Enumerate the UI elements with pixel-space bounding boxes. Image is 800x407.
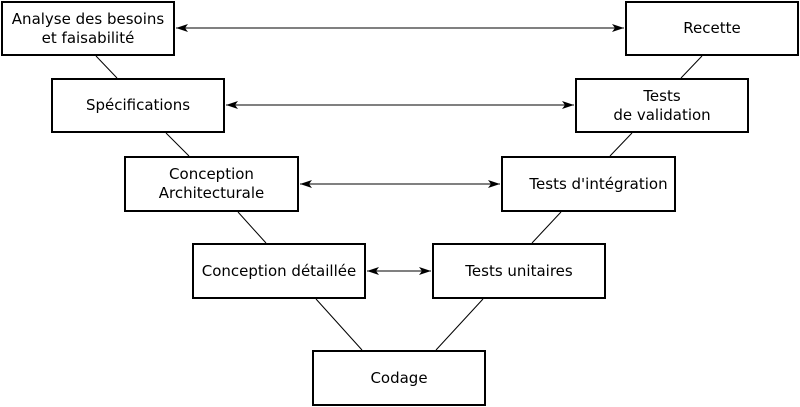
box-codage-label: Codage bbox=[370, 368, 428, 387]
box-conception-architecturale: Conception Architecturale bbox=[124, 156, 299, 212]
box-tests-integration: Tests d'intégration bbox=[501, 156, 676, 212]
box-recette-label: Recette bbox=[683, 19, 741, 37]
box-recette: Recette bbox=[625, 1, 799, 56]
box-conception-detaillee: Conception détaillée bbox=[192, 243, 366, 299]
box-archi-line1: Conception bbox=[169, 165, 254, 183]
box-tests-validation: Tests de validation bbox=[575, 78, 749, 133]
box-archi-line2: Architecturale bbox=[158, 184, 265, 202]
connector-validation-recette bbox=[680, 55, 703, 79]
box-codage: Codage bbox=[312, 350, 486, 406]
connector-codage-unit bbox=[435, 298, 484, 351]
box-validation-line2: de validation bbox=[613, 105, 711, 124]
box-specifications-label: Spécifications bbox=[85, 96, 191, 114]
box-specifications: Spécifications bbox=[51, 78, 225, 133]
box-analyse-besoins: Analyse des besoins et faisabilité bbox=[1, 1, 175, 56]
connector-analyse-specs bbox=[95, 55, 118, 79]
box-analyse-line1: Analyse des besoins bbox=[11, 9, 165, 28]
box-analyse-line2: et faisabilité bbox=[41, 28, 135, 47]
connector-specs-archi bbox=[165, 132, 190, 157]
connector-detail-codage bbox=[315, 298, 363, 351]
box-integration-label: Tests d'intégration bbox=[529, 174, 668, 193]
box-validation-line1: Tests bbox=[643, 86, 681, 105]
connector-archi-detail bbox=[237, 211, 267, 244]
connector-integ-validation bbox=[609, 132, 633, 157]
box-unitaires-label: Tests unitaires bbox=[465, 261, 573, 280]
box-detail-label: Conception détaillée bbox=[201, 261, 357, 280]
box-tests-unitaires: Tests unitaires bbox=[432, 243, 606, 299]
connector-unit-integ bbox=[531, 211, 562, 244]
